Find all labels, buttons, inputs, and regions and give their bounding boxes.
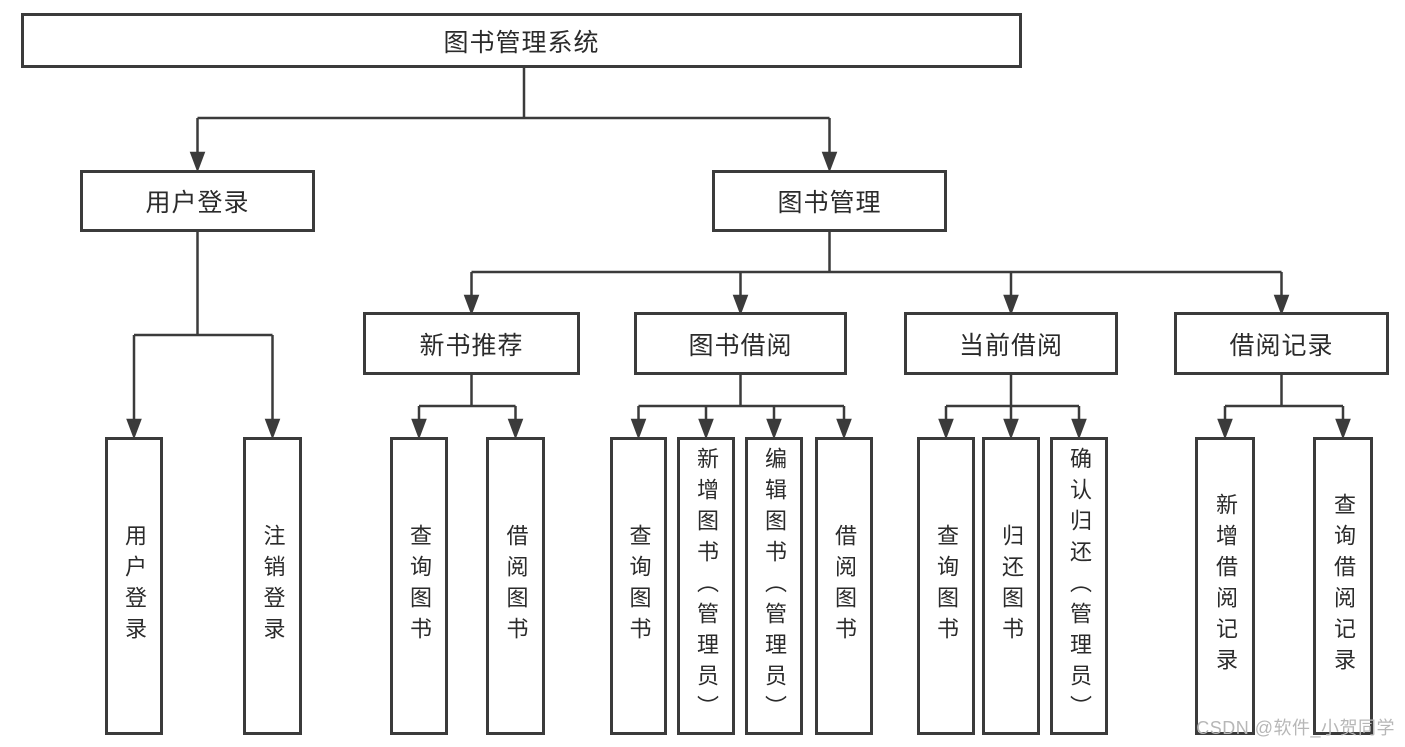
node-root-title: 图书管理系统: [21, 13, 1022, 68]
connector-book-borrow-to-leaves: [630, 375, 852, 440]
arrow-down-icon: [821, 151, 838, 173]
arrow-down-icon: [1071, 418, 1087, 440]
arrow-down-icon: [1003, 294, 1019, 316]
leaf-label: 新增借阅记录: [1213, 493, 1238, 679]
arrow-down-icon: [1273, 294, 1290, 316]
node-label: 新书推荐: [419, 331, 524, 360]
connector-current-borrow-to-leaves: [938, 375, 1087, 440]
connector-book-management-to-level3: [463, 232, 1290, 316]
node-label: 用户登录: [145, 189, 250, 217]
csdn-watermark: CSDN @软件_小贺同学: [1196, 718, 1395, 738]
leaf-logout: 注销登录: [243, 437, 302, 735]
leaf-add-borrow-record: 新增借阅记录: [1195, 437, 1255, 735]
arrow-down-icon: [698, 418, 714, 440]
node-label: 图书借阅: [688, 331, 793, 360]
node-label: 当前借阅: [958, 331, 1063, 360]
arrow-down-icon: [264, 418, 281, 440]
leaf-label: 确认归还（管理员）: [1067, 446, 1092, 726]
leaf-confirm-return-admin: 确认归还（管理员）: [1050, 437, 1108, 735]
connector-user-login-to-leaves: [126, 232, 281, 440]
leaf-label: 编辑图书（管理员）: [762, 446, 787, 726]
leaf-label: 查询图书: [934, 524, 959, 648]
connector-new-book-to-leaves: [411, 375, 524, 440]
arrow-down-icon: [766, 418, 782, 440]
node-label: 借阅记录: [1229, 331, 1334, 360]
leaf-label: 借阅图书: [503, 524, 529, 648]
leaf-label: 借阅图书: [832, 524, 857, 648]
node-borrow-records: 借阅记录: [1174, 312, 1389, 375]
arrow-down-icon: [463, 294, 480, 316]
arrow-down-icon: [836, 418, 852, 440]
arrow-down-icon: [1003, 418, 1019, 440]
leaf-query-books-1: 查询图书: [390, 437, 448, 735]
leaf-borrow-books-1: 借阅图书: [486, 437, 545, 735]
leaf-label: 查询借阅记录: [1331, 493, 1356, 679]
arrow-down-icon: [189, 151, 206, 173]
leaf-return-book: 归还图书: [982, 437, 1040, 735]
leaf-add-book-admin: 新增图书（管理员）: [677, 437, 735, 735]
connector-borrow-records-to-leaves: [1217, 375, 1351, 440]
arrow-down-icon: [126, 418, 142, 440]
leaf-user-login: 用户登录: [105, 437, 163, 735]
node-new-book-recommend: 新书推荐: [363, 312, 580, 375]
root-label: 图书管理系统: [443, 28, 600, 57]
arrow-down-icon: [630, 418, 647, 440]
leaf-label: 注销登录: [260, 524, 286, 648]
node-user-login: 用户登录: [80, 170, 315, 232]
leaf-label: 查询图书: [407, 524, 432, 648]
node-book-borrow: 图书借阅: [634, 312, 847, 375]
node-label: 图书管理: [777, 189, 882, 217]
arrow-down-icon: [938, 418, 954, 440]
leaf-borrow-books-2: 借阅图书: [815, 437, 873, 735]
leaf-label: 查询图书: [626, 524, 652, 648]
leaf-edit-book-admin: 编辑图书（管理员）: [745, 437, 803, 735]
connector-root-to-level2: [189, 68, 838, 173]
arrow-down-icon: [1335, 418, 1351, 440]
leaf-query-borrow-record: 查询借阅记录: [1313, 437, 1373, 735]
leaf-query-books-3: 查询图书: [917, 437, 975, 735]
arrow-down-icon: [732, 294, 749, 316]
arrow-down-icon: [411, 418, 427, 440]
leaf-label: 新增图书（管理员）: [694, 446, 719, 726]
leaf-label: 归还图书: [999, 524, 1024, 648]
node-book-management: 图书管理: [712, 170, 947, 232]
leaf-label: 用户登录: [122, 524, 147, 648]
arrow-down-icon: [507, 418, 524, 440]
node-current-borrow: 当前借阅: [904, 312, 1118, 375]
arrow-down-icon: [1217, 418, 1233, 440]
leaf-query-books-2: 查询图书: [610, 437, 667, 735]
